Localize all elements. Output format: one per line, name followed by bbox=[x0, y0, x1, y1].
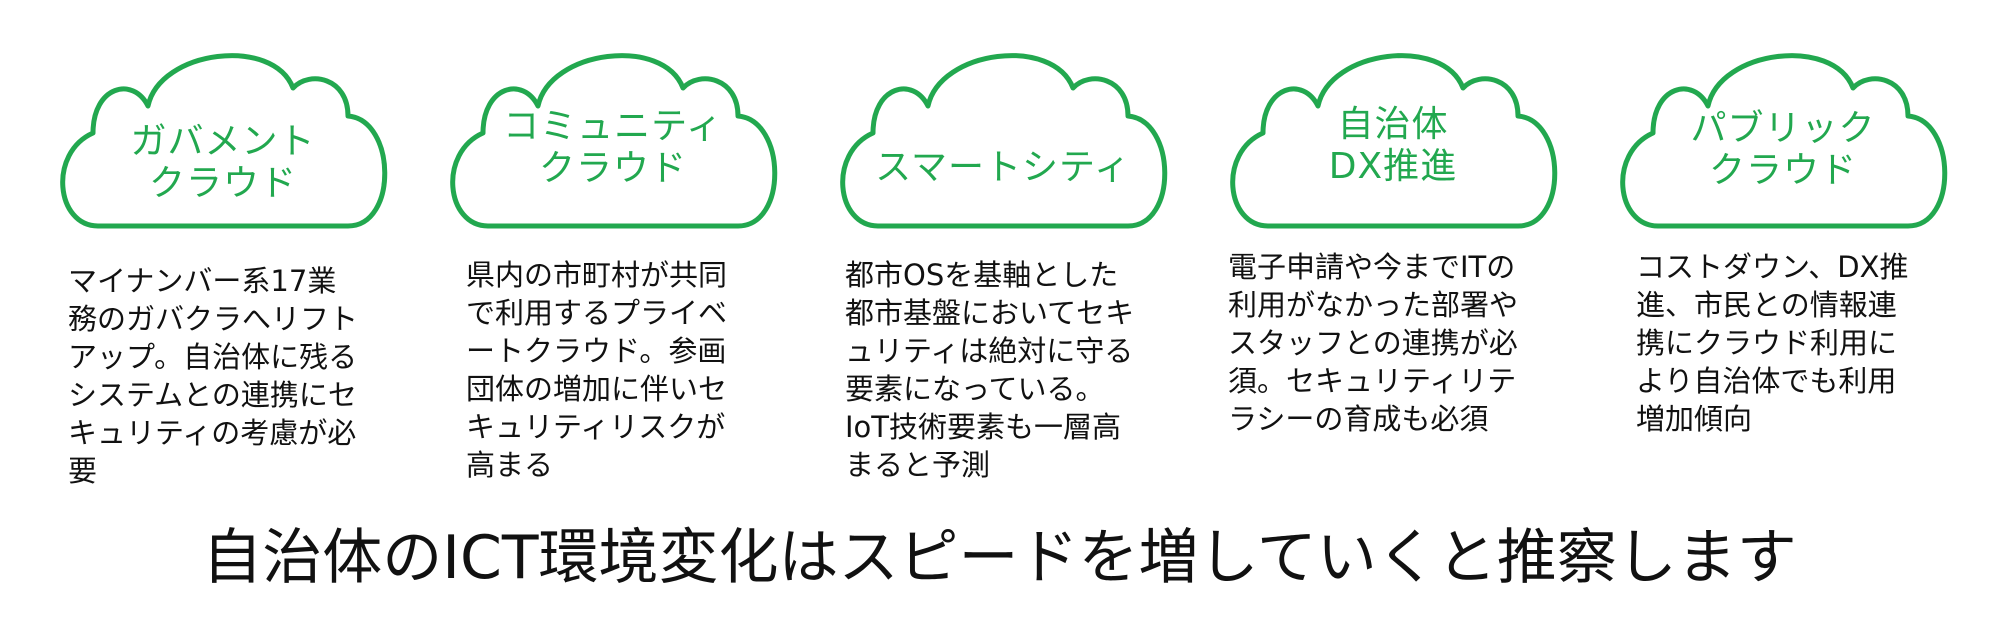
description-community: 県内の市町村が共同 で利用するプライベ ートクラウド。参画 団体の増加に伴いセ … bbox=[466, 258, 728, 482]
description-public: コストダウン、DX推 進、市民との情報連 携にクラウド利用に より自治体でも利用… bbox=[1636, 250, 1909, 436]
cloud-label-line-1: パブリック bbox=[1690, 108, 1876, 149]
cloud-dx: 自治体 DX推進 bbox=[1218, 28, 1568, 238]
cloud-label: 自治体 DX推進 bbox=[1258, 86, 1528, 206]
conclusion-text: 自治体のICT環境変化はスピードを増していくと推察します bbox=[202, 523, 1797, 593]
cloud-label-line-2: DX推進 bbox=[1328, 146, 1458, 187]
cloud-label-line-1: コミュニティ bbox=[503, 106, 723, 147]
description-smartcity: 都市OSを基軸とした 都市基盤においてセキ ュリティは絶対に守る 要素になってい… bbox=[845, 258, 1135, 482]
cloud-outline-icon bbox=[840, 53, 1168, 229]
cloud-outline-icon bbox=[60, 53, 388, 229]
cloud-outline-icon bbox=[450, 53, 778, 229]
description-dx: 電子申請や今までITの 利用がなかった部署や スタッフとの連携が必 須。セキュリ… bbox=[1228, 250, 1519, 436]
cloud-label: スマートシティ bbox=[868, 108, 1138, 228]
description-government: マイナンバー系17業 務のガバクラへリフト アップ。自治体に残る システムとの連… bbox=[68, 264, 359, 488]
cloud-label-line-2: クラウド bbox=[148, 163, 297, 204]
cloud-label-line-2: クラウド bbox=[538, 148, 687, 189]
cloud-label: コミュニティ クラウド bbox=[478, 88, 748, 208]
cloud-outline-icon bbox=[1620, 53, 1948, 229]
cloud-outline-icon bbox=[1230, 53, 1558, 229]
cloud-public: パブリック クラウド bbox=[1608, 28, 1958, 238]
cloud-label-line-1: 自治体 bbox=[1337, 104, 1449, 145]
cloud-smartcity: スマートシティ bbox=[828, 28, 1178, 238]
cloud-label-line-1: ガバメント bbox=[130, 121, 316, 162]
cloud-label-line-2: クラウド bbox=[1708, 150, 1857, 191]
cloud-label: パブリック クラウド bbox=[1648, 90, 1918, 210]
cloud-label: ガバメント クラウド bbox=[88, 103, 358, 223]
cloud-community: コミュニティ クラウド bbox=[438, 28, 788, 238]
cloud-label-line-1: スマートシティ bbox=[875, 147, 1131, 188]
cloud-government: ガバメント クラウド bbox=[48, 28, 398, 238]
